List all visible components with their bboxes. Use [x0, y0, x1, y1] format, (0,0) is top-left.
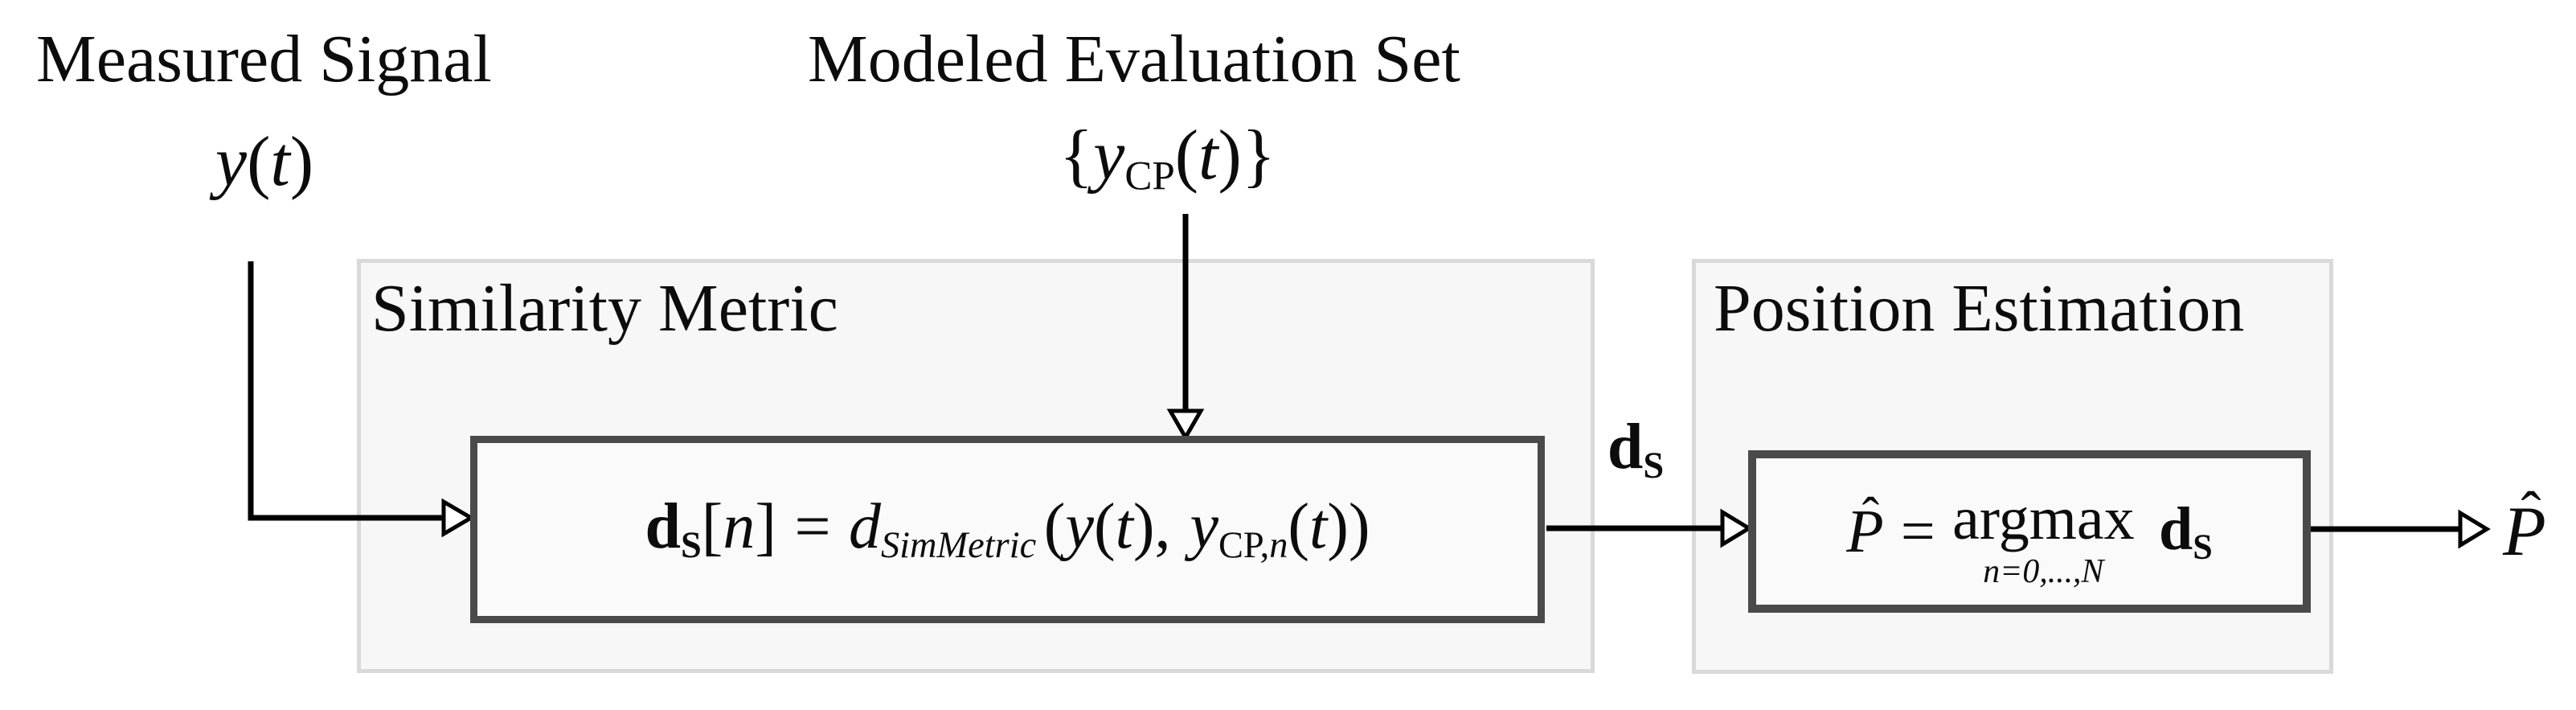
ds-subscript: S	[1643, 445, 1665, 487]
arg1-t: t	[1115, 490, 1133, 562]
ds-arrow	[1546, 508, 1753, 548]
comma: ,	[1154, 490, 1171, 562]
similarity-metric-title: Similarity Metric	[371, 271, 838, 346]
measured-signal-arrow	[248, 261, 475, 538]
t-symbol: t	[270, 123, 290, 201]
close-brace: }	[1241, 117, 1276, 195]
open-paren: (	[1043, 490, 1066, 562]
measured-signal-title: Measured Signal	[36, 22, 492, 96]
ds-vector-subscript: S	[680, 524, 702, 566]
open-bracket: [	[701, 490, 723, 562]
arg2-subscript-n: n	[1269, 524, 1288, 566]
similarity-formula: dS[n]=dSimMetric(y(t),yCP,n(t))	[645, 495, 1370, 564]
cp-subscript: CP	[1124, 154, 1175, 199]
close-paren: )	[1132, 490, 1155, 562]
equals-sign: =	[1900, 498, 1935, 565]
hat-accent: ˆ	[2521, 479, 2541, 547]
t-symbol: t	[1198, 117, 1218, 195]
ds-subscript: S	[2193, 527, 2213, 567]
open-paren: (	[1093, 490, 1116, 562]
close-paren: )	[1348, 490, 1370, 562]
y-symbol: y	[1093, 117, 1125, 195]
similarity-metric-block: dS[n]=dSimMetric(y(t),yCP,n(t))	[470, 436, 1545, 623]
ds-signal-label: dS	[1563, 415, 1708, 485]
p-symbol: P	[2503, 493, 2546, 571]
metric-subscript: SimMetric	[880, 524, 1037, 566]
ds-argument: dS	[2159, 499, 2213, 565]
equals-sign: =	[794, 490, 831, 562]
open-paren: (	[247, 123, 271, 201]
arg1-y: y	[1065, 490, 1094, 562]
open-paren: (	[1174, 117, 1199, 195]
arg2-y: y	[1190, 490, 1218, 562]
output-arrow	[2308, 509, 2491, 549]
argmax-range: n=0,...,N	[1983, 553, 2104, 591]
hat-accent: ˆ	[1861, 486, 1880, 544]
ds-base: d	[2158, 495, 2193, 563]
close-paren: )	[289, 123, 314, 201]
ds-base: d	[1607, 412, 1644, 482]
p-symbol: P	[1846, 498, 1884, 565]
arg2-subscript-cp: CP,	[1218, 524, 1270, 566]
close-bracket: ]	[755, 490, 777, 562]
argmax-label: argmax	[1952, 485, 2135, 553]
metric-d: d	[848, 490, 881, 562]
evaluation-set-arrow	[1166, 214, 1205, 442]
measured-signal-symbol: y(t)	[215, 127, 313, 198]
arg2-t: t	[1309, 490, 1328, 562]
position-estimation-title: Position Estimation	[1714, 271, 2245, 346]
evaluation-set-symbol: {yCP(t)}	[1059, 121, 1276, 197]
index-n: n	[723, 490, 756, 562]
open-paren: (	[1288, 490, 1310, 562]
y-symbol: y	[215, 123, 248, 201]
evaluation-set-title: Modeled Evaluation Set	[808, 22, 1460, 96]
open-brace: {	[1059, 117, 1094, 195]
close-paren: )	[1327, 490, 1349, 562]
close-paren: )	[1218, 117, 1242, 195]
ds-vector: d	[645, 490, 681, 562]
